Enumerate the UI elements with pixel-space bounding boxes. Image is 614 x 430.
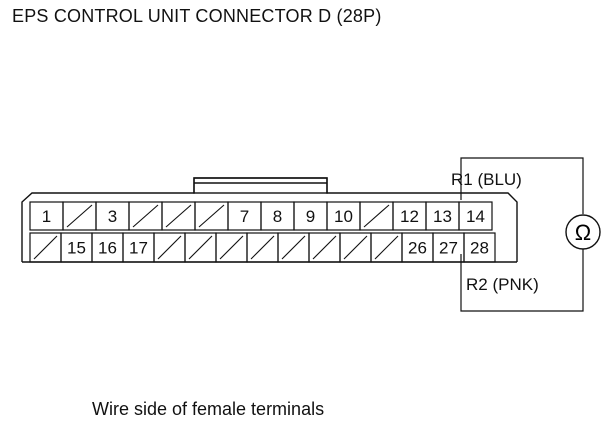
- blank-slash: [132, 204, 159, 228]
- terminal-16: 16: [91, 232, 124, 263]
- blank-slash: [312, 235, 337, 260]
- empty-cavity: [128, 201, 163, 231]
- terminal-label: 15: [67, 239, 86, 258]
- terminal-label: 26: [408, 239, 427, 258]
- empty-cavity: [29, 232, 62, 263]
- terminal-label: 12: [400, 207, 419, 226]
- blank-slash: [165, 204, 192, 228]
- terminal-14: 14: [458, 201, 493, 231]
- terminal-27: 27: [432, 232, 465, 263]
- terminal-7: 7: [227, 201, 262, 231]
- blank-slash: [374, 235, 399, 260]
- terminal-15: 15: [60, 232, 93, 263]
- terminal-label: 7: [240, 207, 249, 226]
- empty-cavity: [308, 232, 341, 263]
- empty-cavity: [246, 232, 279, 263]
- page-title: EPS CONTROL UNIT CONNECTOR D (28P): [12, 6, 382, 26]
- diagram-caption: Wire side of female terminals: [92, 399, 325, 419]
- terminal-label: 27: [439, 239, 458, 258]
- connector-bottom-row: 15 16 17 26 27 28: [29, 232, 496, 263]
- probe-2-lead: [460, 249, 584, 312]
- empty-cavity: [277, 232, 310, 263]
- terminal-8: 8: [260, 201, 295, 231]
- terminal-label: 14: [466, 207, 485, 226]
- probe-1-label: R1 (BLU): [451, 170, 522, 189]
- terminal-label: 16: [98, 239, 117, 258]
- blank-slash: [363, 204, 390, 228]
- empty-cavity: [62, 201, 97, 231]
- terminal-label: 17: [129, 239, 148, 258]
- ohmmeter: Ω R1 (BLU) R2 (PNK): [451, 157, 601, 312]
- terminal-17: 17: [122, 232, 155, 263]
- terminal-label: 1: [42, 207, 51, 226]
- ohm-symbol: Ω: [575, 220, 591, 245]
- terminal-label: 9: [306, 207, 315, 226]
- empty-cavity: [339, 232, 372, 263]
- ohmmeter-icon: [565, 214, 601, 250]
- probe-1-lead: [460, 157, 584, 214]
- empty-cavity: [194, 201, 229, 231]
- blank-slash: [188, 235, 213, 260]
- terminal-10: 10: [326, 201, 361, 231]
- blank-slash: [250, 235, 275, 260]
- terminal-13: 13: [425, 201, 460, 231]
- probe-2-label: R2 (PNK): [466, 275, 539, 294]
- empty-cavity: [359, 201, 394, 231]
- terminal-label: 10: [334, 207, 353, 226]
- terminal-label: 8: [273, 207, 282, 226]
- empty-cavity: [184, 232, 217, 263]
- blank-slash: [219, 235, 244, 260]
- blank-slash: [157, 235, 182, 260]
- terminal-12: 12: [392, 201, 427, 231]
- terminal-26: 26: [401, 232, 434, 263]
- blank-slash: [66, 204, 93, 228]
- terminal-label: 3: [108, 207, 117, 226]
- blank-slash: [198, 204, 225, 228]
- blank-slash: [343, 235, 368, 260]
- terminal-label: 28: [470, 239, 489, 258]
- terminal-1: 1: [29, 201, 64, 231]
- empty-cavity: [161, 201, 196, 231]
- terminal-28: 28: [463, 232, 496, 263]
- empty-cavity: [215, 232, 248, 263]
- terminal-label: 13: [433, 207, 452, 226]
- terminal-3: 3: [95, 201, 130, 231]
- empty-cavity: [153, 232, 186, 263]
- empty-cavity: [370, 232, 403, 263]
- blank-slash: [281, 235, 306, 260]
- blank-slash: [33, 235, 58, 260]
- terminal-9: 9: [293, 201, 328, 231]
